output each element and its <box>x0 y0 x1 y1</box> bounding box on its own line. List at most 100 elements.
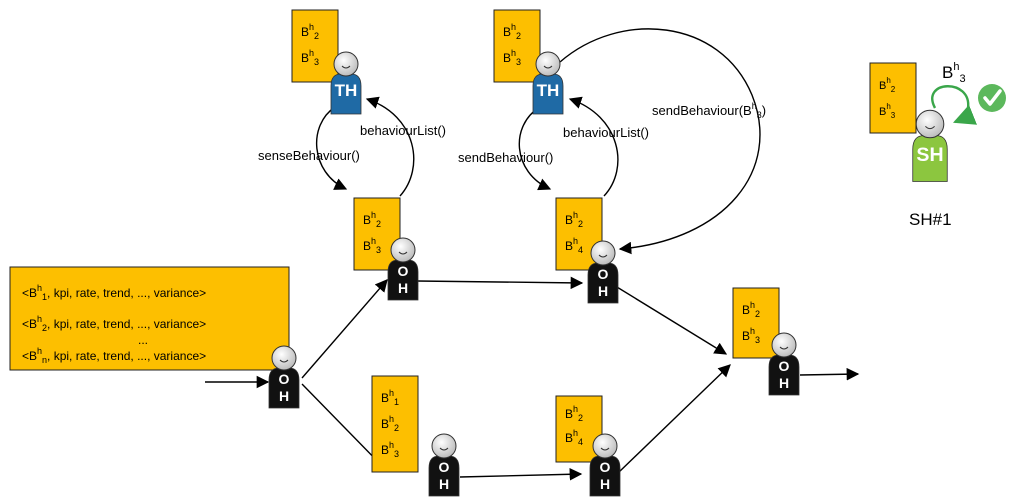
arrow-behaviour-list-1 <box>365 96 415 197</box>
smile-icon <box>543 65 553 69</box>
card-entry: Bh3 <box>363 236 381 255</box>
agent-letters: TH <box>537 81 560 100</box>
arrow-ohtop2-to-final <box>611 283 728 355</box>
agent-oh-bot2: OH <box>589 433 621 497</box>
card-entry: Bh2 <box>879 76 896 94</box>
message-labels: senseBehaviour() behaviourList() sendBeh… <box>258 101 766 165</box>
label-behaviour-list-1: behaviourList() <box>360 123 446 138</box>
agent-letter-h: H <box>598 283 608 299</box>
card-box <box>371 375 419 473</box>
agent-sh-1: SH <box>912 109 948 182</box>
card-box <box>869 62 917 134</box>
person-head-icon <box>333 51 359 77</box>
smile-icon <box>598 254 608 258</box>
agent-oh-final: OH <box>768 332 800 396</box>
person-head-icon <box>915 109 945 139</box>
arrow-ohbot2-to-final <box>617 364 731 474</box>
person-head-icon <box>592 433 618 459</box>
input-ellipsis: ... <box>138 333 148 347</box>
arrow-ohtop1-to-ohtop2 <box>416 276 584 290</box>
arrow-ohbot1-to-ohbot2 <box>459 467 583 481</box>
agent-letter-o: O <box>439 459 450 475</box>
person-head-icon <box>771 332 797 358</box>
agent-letter-o: O <box>279 371 290 387</box>
person-head-icon <box>590 240 616 266</box>
agent-letter-o: O <box>598 266 609 282</box>
sh-name-label: SH#1 <box>909 210 952 229</box>
smile-icon <box>779 346 789 350</box>
person-head-icon <box>390 237 416 263</box>
agent-oh-bot1: OH <box>428 433 460 497</box>
smile-icon <box>925 125 935 130</box>
card-entry: Bh3 <box>879 102 896 120</box>
arrow-sense-behaviour <box>315 106 348 190</box>
agent-letters: SH <box>916 144 943 166</box>
card-entry: Bh2 <box>565 404 583 423</box>
card-entry: Bh2 <box>503 22 521 41</box>
arrow-send-behaviour <box>518 106 552 191</box>
label-sense-behaviour: senseBehaviour() <box>258 148 360 163</box>
label-behaviour-list-2: behaviourList() <box>563 125 649 140</box>
card-entry: Bh2 <box>301 22 319 41</box>
card-entry: Bh3 <box>301 48 319 67</box>
smile-icon <box>600 447 610 451</box>
label-send-behaviour-b3: sendBehaviour(Bh3) <box>652 101 766 120</box>
agent-letters: TH <box>335 81 358 100</box>
card-entry: Bh3 <box>503 48 521 67</box>
agent-oh-0: OH <box>268 345 300 409</box>
card-box <box>291 9 339 83</box>
sh-behaviour-label: Bh3 <box>942 61 966 85</box>
behaviour-cards: Bh2Bh3Bh2Bh3Bh2Bh3Bh2Bh4Bh1Bh2Bh3Bh2Bh4B… <box>291 9 917 473</box>
card-entry: Bh2 <box>565 210 583 229</box>
label-send-behaviour: sendBehaviour() <box>458 150 553 165</box>
card-entry: Bh3 <box>742 326 760 345</box>
input-behaviour-list: <Bh1, kpi, rate, trend, ..., variance> <… <box>9 266 290 371</box>
output-arrow <box>799 367 860 381</box>
sh-agent-extras: SH#1 Bh3 <box>909 61 1006 229</box>
arrow-behaviour-list-2 <box>568 96 619 197</box>
agent-th-1: TH <box>330 51 362 115</box>
input-row-1: <Bh1, kpi, rate, trend, ..., variance> <box>22 283 206 302</box>
card-entry: Bh1 <box>381 388 399 407</box>
person-head-icon <box>431 433 457 459</box>
person-head-icon <box>271 345 297 371</box>
card-box <box>493 9 541 83</box>
agent-letter-h: H <box>439 476 449 492</box>
card-entry: Bh2 <box>381 414 399 433</box>
card-box <box>732 287 780 359</box>
agent-letter-h: H <box>279 388 289 404</box>
check-icon <box>978 84 1006 112</box>
agent-oh-top2: OH <box>587 240 619 304</box>
agent-letter-o: O <box>398 263 409 279</box>
agent-oh-top1: OH <box>387 237 419 301</box>
card-entry: Bh3 <box>381 440 399 459</box>
agent-letter-h: H <box>398 280 408 296</box>
smile-icon <box>398 251 408 255</box>
sh-self-arrow <box>931 85 978 125</box>
input-list-box <box>9 266 290 371</box>
person-head-icon <box>535 51 561 77</box>
agent-letter-h: H <box>779 375 789 391</box>
smile-icon <box>341 65 351 69</box>
arrow-send-behaviour-b3 <box>559 28 761 255</box>
agent-letter-h: H <box>600 476 610 492</box>
card-entry: Bh4 <box>565 236 583 255</box>
flow-arrows <box>205 28 860 481</box>
card-entry: Bh4 <box>565 428 583 447</box>
agent-letter-o: O <box>779 358 790 374</box>
card-entry: Bh2 <box>363 210 381 229</box>
input-row-n: <Bhn, kpi, rate, trend, ..., variance> <box>22 346 206 365</box>
agent-th-2: TH <box>532 51 564 115</box>
agent-letter-o: O <box>600 459 611 475</box>
card-box <box>353 197 401 271</box>
arrow-oh0-to-ohtop1 <box>301 279 388 379</box>
